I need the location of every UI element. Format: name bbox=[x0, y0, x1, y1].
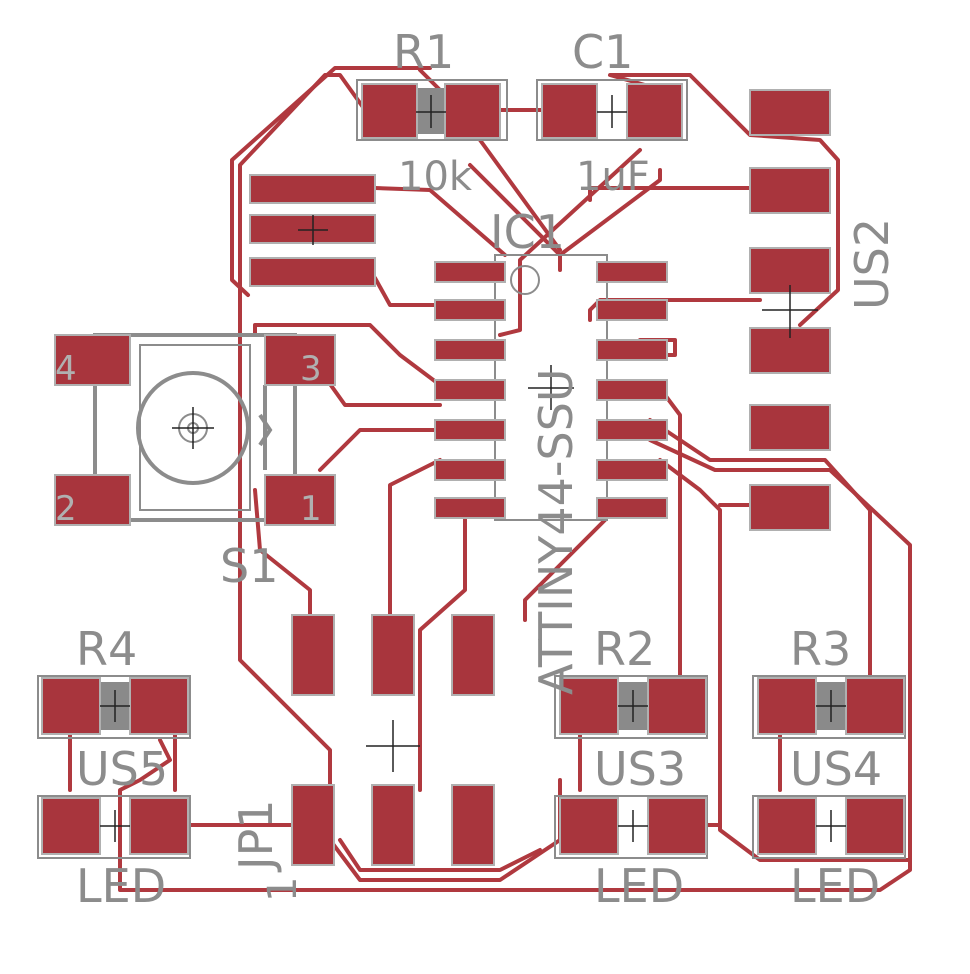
r3-resistor bbox=[752, 675, 906, 739]
us4-name-label: US4 bbox=[790, 742, 882, 796]
s1-pin-3-label: 3 bbox=[300, 349, 322, 389]
copper-traces bbox=[68, 66, 912, 892]
trace-s1-1 bbox=[318, 428, 442, 472]
r1-name-label: R1 bbox=[393, 25, 454, 79]
trace-ic-bottom bbox=[523, 518, 607, 622]
jp1-pin1-label: 1 bbox=[260, 877, 306, 902]
trace-c1-right bbox=[608, 73, 840, 327]
trace-ic-right-r3 bbox=[648, 418, 872, 682]
r4-name-label: R4 bbox=[76, 622, 137, 676]
us2-name-label: US2 bbox=[845, 218, 899, 310]
us3-led bbox=[554, 795, 708, 859]
trace-c1-mid bbox=[498, 148, 642, 337]
ic1-chip bbox=[434, 254, 668, 521]
c1-capacitor bbox=[536, 79, 688, 141]
us3-name-label: US3 bbox=[594, 742, 686, 796]
s1-name-label: S1 bbox=[220, 539, 278, 593]
jp1-header bbox=[291, 614, 495, 866]
trace-s1-ic bbox=[253, 323, 442, 387]
us4-led bbox=[752, 795, 906, 859]
us4-value-label: LED bbox=[790, 859, 880, 913]
trace-ic-r2-mid bbox=[658, 458, 912, 862]
r1-value-label: 10k bbox=[398, 154, 473, 200]
us2-pad-6 bbox=[749, 484, 831, 531]
s1-switch bbox=[54, 333, 336, 526]
trace-ic-left-bottom bbox=[388, 458, 442, 617]
us3-value-label: LED bbox=[594, 859, 684, 913]
jp1-name-label: JP1 bbox=[229, 799, 283, 873]
us2-pad-1 bbox=[749, 89, 831, 136]
trace-s1-3 bbox=[318, 368, 442, 407]
us5-led bbox=[37, 795, 191, 859]
trace-ic-right-us2 bbox=[118, 438, 912, 892]
c1-name-label: C1 bbox=[572, 25, 633, 79]
c1-value-label: 1uF bbox=[576, 154, 650, 200]
ic1-name-label: IC1 bbox=[490, 205, 565, 259]
s1-pin-labels: 4 3 2 1 bbox=[55, 349, 322, 529]
us2-pad-2 bbox=[749, 167, 831, 214]
r1-pad-1 bbox=[361, 83, 418, 139]
us5-value-label: LED bbox=[76, 859, 166, 913]
trace-jp1-ground bbox=[338, 838, 542, 872]
ic1-part-label: ATTINY44-SSU bbox=[529, 368, 583, 695]
r4-resistor bbox=[37, 675, 191, 739]
s1-pin-2-label: 2 bbox=[55, 489, 77, 529]
trace-c1-ic bbox=[558, 168, 662, 257]
us2-pad-5 bbox=[749, 404, 831, 451]
c1-pad-2 bbox=[626, 83, 683, 139]
r1-pad-2 bbox=[444, 83, 501, 139]
trace-header-top bbox=[373, 186, 507, 257]
s1-pin-1-label: 1 bbox=[300, 489, 322, 529]
trace-header-bot bbox=[373, 276, 442, 307]
r3-name-label: R3 bbox=[790, 622, 851, 676]
trace-r1-top-loop bbox=[230, 66, 432, 297]
r2-name-label: R2 bbox=[594, 622, 655, 676]
r2-resistor bbox=[554, 675, 708, 739]
trace-ic-jp1 bbox=[418, 513, 467, 792]
header-pads bbox=[249, 174, 376, 287]
s1-pin-4-label: 4 bbox=[55, 349, 77, 389]
c1-pad-1 bbox=[541, 83, 598, 139]
r1-resistor bbox=[356, 79, 508, 141]
trace-us2-top bbox=[588, 186, 752, 202]
us5-name-label: US5 bbox=[76, 742, 168, 796]
silkscreen-labels: R1 10k C1 1uF IC1 ATTINY44-SSU US2 S1 R4… bbox=[76, 25, 899, 913]
us2-connector bbox=[749, 89, 831, 531]
